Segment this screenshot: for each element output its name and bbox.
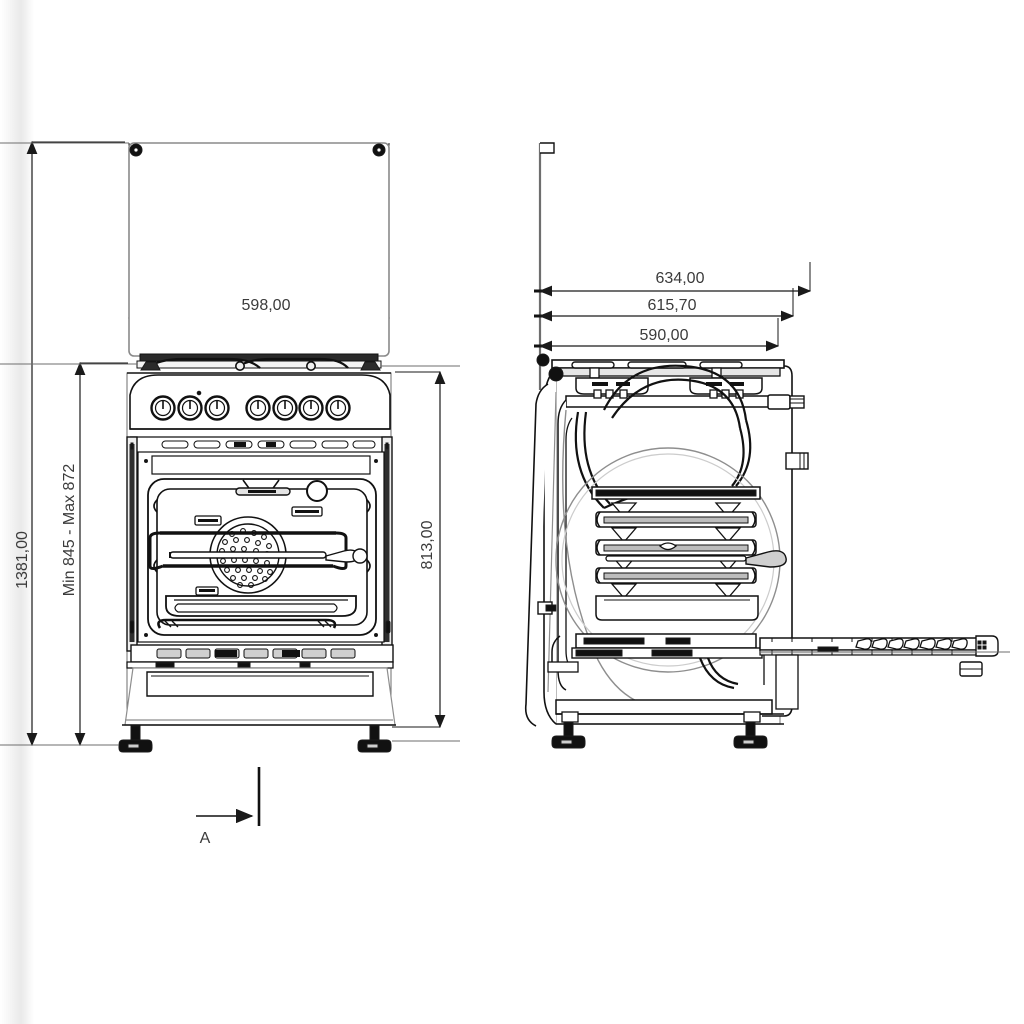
shelf-rail	[595, 511, 757, 528]
dimension-depth-door-open	[538, 262, 812, 297]
adjustable-foot-front	[551, 721, 586, 749]
control-knobs	[150, 395, 351, 421]
rotisserie-spit	[169, 548, 368, 564]
oven-cavity	[147, 478, 377, 636]
shelf-rail	[595, 539, 757, 556]
backguard-panel	[0, 142, 390, 357]
rotisserie-rod-side	[605, 550, 787, 568]
datum-reference-rod	[534, 142, 555, 390]
shelf-rails	[591, 486, 787, 621]
dimension-label-depth-door-open: 634,00	[656, 270, 705, 287]
oven-door-open	[524, 383, 573, 727]
gas-inlet-fitting	[767, 394, 805, 410]
oven-lamp	[306, 480, 328, 502]
adjustable-foot-left	[118, 725, 153, 753]
indicator-light	[196, 390, 202, 396]
section-arrow-label-a: A	[200, 830, 211, 847]
base-and-feet	[0, 719, 460, 753]
adjustable-foot-rear	[733, 721, 768, 749]
adjustable-foot-right	[357, 725, 392, 753]
dimension-worktop-height	[74, 361, 128, 747]
lower-vent-bar	[130, 644, 394, 663]
telescopic-slide-rail	[759, 635, 1010, 710]
wire-shelf	[148, 531, 348, 570]
lower-heating-element	[157, 618, 337, 629]
shelf-rail	[595, 567, 757, 584]
baking-tray	[165, 595, 357, 617]
side-base-feet	[551, 699, 784, 749]
grill-element	[235, 479, 291, 496]
cooktop-grates	[0, 353, 460, 371]
dimension-label-worktop-height: Min 845 - Max 872	[61, 464, 78, 597]
dimension-depth-with-handle	[538, 288, 795, 322]
dimension-overall-height	[26, 140, 125, 747]
dimension-depth-body	[538, 318, 780, 352]
dimension-label-front-width: 598,00	[242, 297, 291, 314]
dimension-label-overall-height: 1381,00	[14, 531, 31, 589]
mounting-bolt-right	[372, 143, 386, 157]
dimension-label-depth-body: 590,00	[640, 327, 689, 344]
dimension-label-body-height: 813,00	[419, 520, 436, 569]
side-cooktop-assembly	[548, 359, 809, 470]
panel-vent-slots	[161, 440, 376, 449]
base-burner-assembly	[547, 633, 763, 690]
storage-drawer	[124, 661, 396, 726]
section-arrow-a	[196, 767, 261, 826]
dimension-label-depth-with-handle: 615,70	[648, 297, 697, 314]
mounting-bolt-left	[129, 143, 143, 157]
dimension-body-height	[392, 370, 446, 729]
